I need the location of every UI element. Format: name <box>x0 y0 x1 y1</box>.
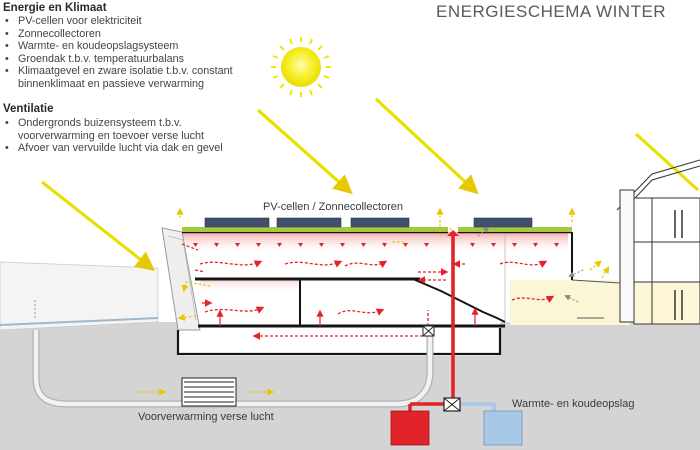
energy-item: PV-cellen voor elektriciteit <box>3 15 303 28</box>
energy-item: Warmte- en koudeopslagsysteem <box>3 40 303 53</box>
cold-pipe <box>460 402 496 412</box>
heat-radiation-triangles <box>193 243 559 247</box>
solar-panels <box>204 217 533 228</box>
preheat-label: Voorverwarming verse lucht <box>138 411 274 423</box>
warm-air-flows <box>181 243 555 340</box>
energy-item: Klimaatgevel en zware isolatie t.b.v. co… <box>3 65 288 90</box>
solar-rays <box>41 97 700 271</box>
green-roof <box>182 227 448 232</box>
diagram-title: ENERGIESCHEMA WINTER <box>436 2 667 21</box>
cold-storage-tank <box>483 410 523 446</box>
ventilation-item: Afvoer van vervuilde lucht via dak en ge… <box>3 142 303 155</box>
climate-facade <box>161 227 201 331</box>
neighbour-building-right <box>616 159 700 325</box>
roof-label: PV-cellen / Zonnecollectoren <box>263 201 404 213</box>
air-preheater-icon <box>181 377 237 407</box>
atrium <box>510 280 630 325</box>
energy-item: Zonnecollectoren <box>3 28 303 41</box>
energy-heading: Energie en Klimaat <box>3 2 107 14</box>
neighbour-building-left <box>0 261 159 331</box>
ventilation-list: Ondergronds buizensysteem t.b.v. voorver… <box>3 117 303 155</box>
ground <box>0 322 700 450</box>
heat-pump-valve-icon <box>443 397 461 412</box>
duct-valve-icon <box>422 325 435 337</box>
ventilation-heading: Ventilatie <box>3 103 54 115</box>
ventilation-item: Ondergronds buizensysteem t.b.v. voorver… <box>3 117 233 142</box>
energy-list: PV-cellen voor elektriciteit Zonnecollec… <box>3 15 303 91</box>
warm-storage-tank <box>390 410 430 446</box>
storage-label: Warmte- en koudeopslag <box>512 398 635 410</box>
energy-item: Groendak t.b.v. temperatuurbalans <box>3 53 303 66</box>
